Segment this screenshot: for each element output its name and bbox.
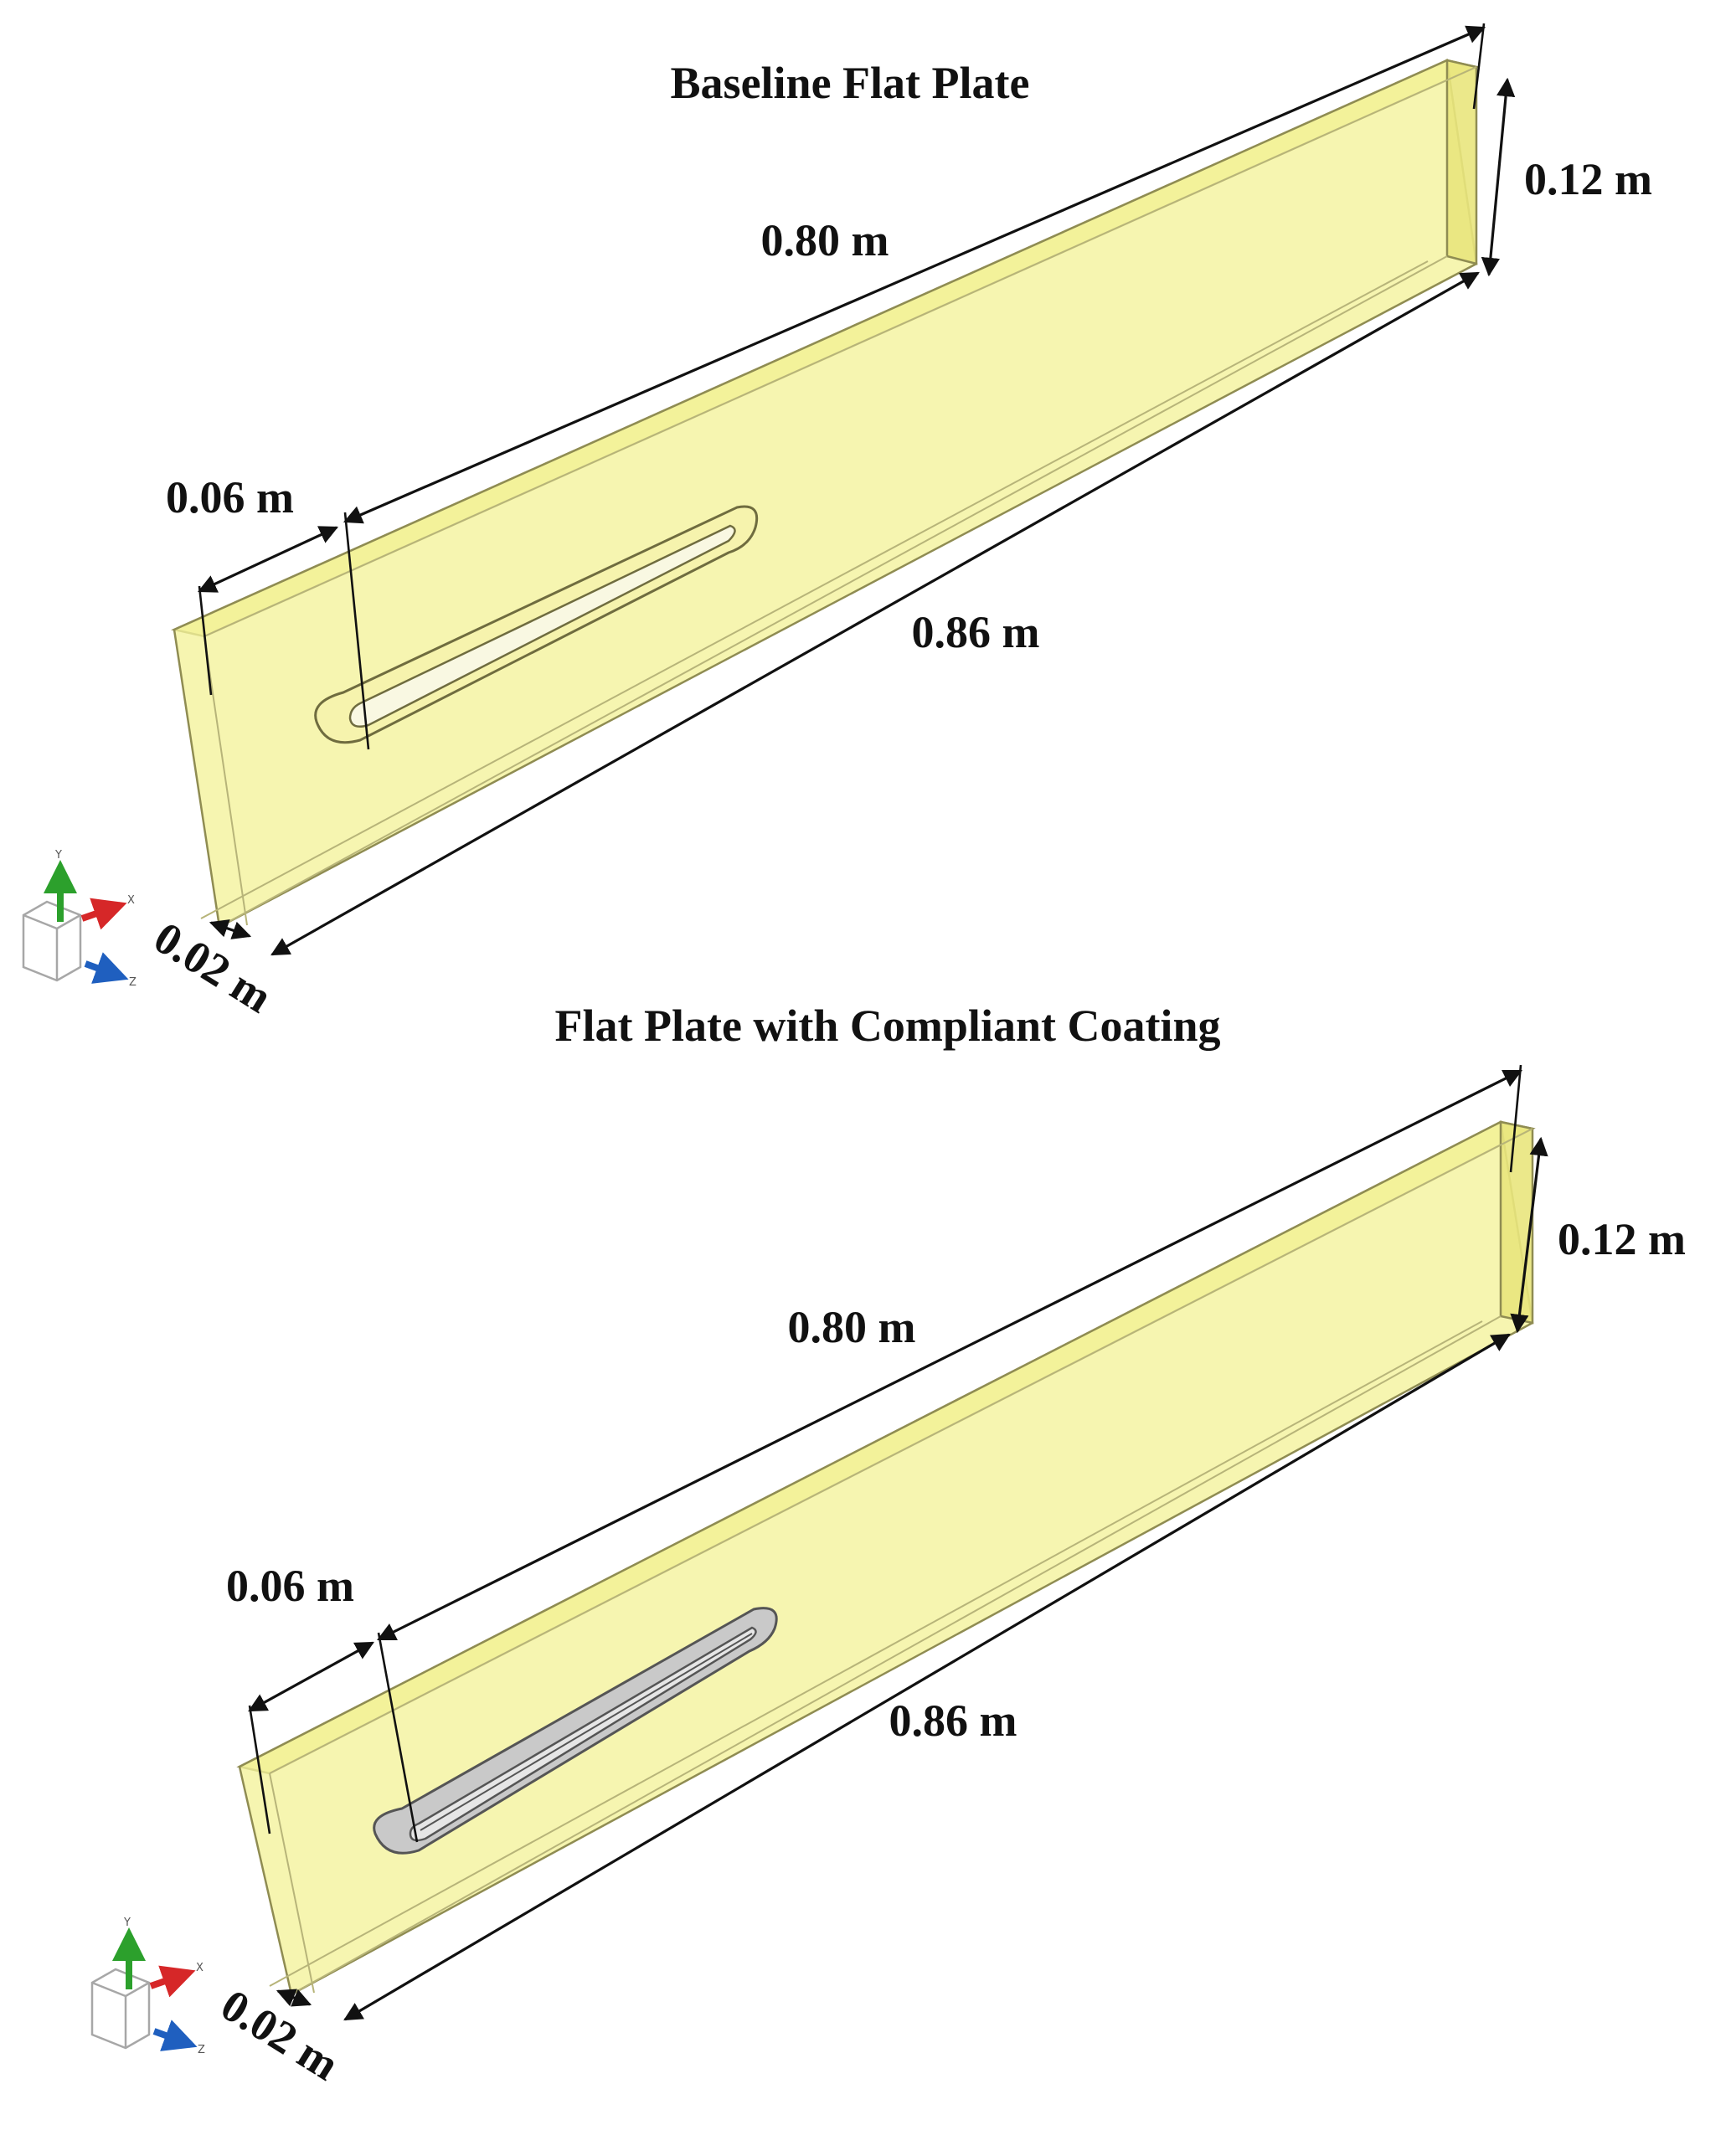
dim-label-offset: 0.06 m xyxy=(226,1561,354,1611)
z-axis-arrow-icon xyxy=(152,2020,198,2051)
dim-label-length-top: 0.80 m xyxy=(761,215,889,265)
dim-label-length-top: 0.80 m xyxy=(788,1302,916,1352)
panel-title: Flat Plate with Compliant Coating xyxy=(555,1001,1221,1051)
axis-label-z: Z xyxy=(129,976,137,989)
panel-title: Baseline Flat Plate xyxy=(671,58,1030,108)
axis-label-y: Y xyxy=(54,849,62,862)
dim-label-height: 0.12 m xyxy=(1558,1214,1686,1264)
panel-baseline: Baseline Flat Plate 0.80 m 0.12 m xyxy=(22,23,1652,1022)
plate-body xyxy=(171,59,1480,929)
axis-triad: Y X Z xyxy=(22,849,137,989)
dim-label-height: 0.12 m xyxy=(1524,154,1652,204)
dim-label-length-bottom: 0.86 m xyxy=(889,1695,1017,1746)
axis-label-y: Y xyxy=(123,1917,131,1929)
axis-label-z: Z xyxy=(198,2044,205,2056)
panel-coating: Flat Plate with Compliant Coating 0.80 m… xyxy=(90,1001,1686,2090)
axis-label-x: X xyxy=(127,894,135,907)
dim-label-offset: 0.06 m xyxy=(166,472,294,522)
x-axis-arrow-icon xyxy=(149,1965,196,1998)
axis-label-x: X xyxy=(196,1962,203,1974)
dim-label-length-bottom: 0.86 m xyxy=(912,607,1040,657)
plate-body xyxy=(236,1120,1536,1996)
z-axis-arrow-icon xyxy=(84,952,129,984)
x-axis-arrow-icon xyxy=(80,898,127,930)
dim-label-thickness: 0.02 m xyxy=(213,1979,348,2090)
dim-label-thickness: 0.02 m xyxy=(146,912,281,1022)
axis-triad: Y X Z xyxy=(90,1917,205,2056)
